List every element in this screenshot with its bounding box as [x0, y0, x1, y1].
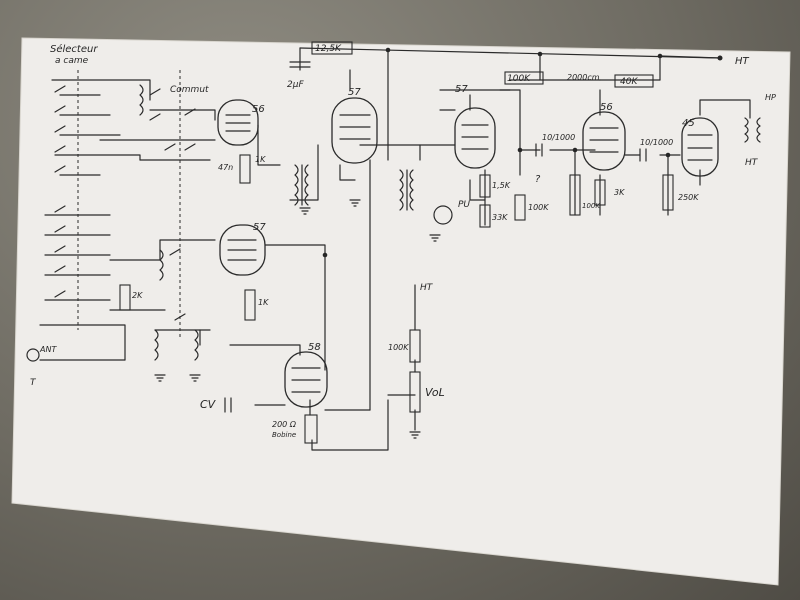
tube-57-top-label: 57 — [348, 87, 361, 98]
selector-sublabel: a came — [55, 56, 89, 66]
pu-label: PU — [458, 200, 470, 210]
osc-coil-2 — [159, 249, 164, 281]
r33k-label: 33K — [492, 213, 508, 222]
r12k-label: 12,5K — [315, 44, 342, 54]
osc-coil-4 — [194, 329, 199, 361]
tube-57-left-label: 57 — [253, 222, 266, 233]
resistor-100k-vol — [409, 329, 421, 363]
t-label: T — [30, 378, 37, 388]
resistor-200-bobine — [304, 414, 318, 444]
ground-2 — [349, 199, 361, 207]
r100k-vol-label: 100K — [388, 343, 409, 352]
wiring — [39, 47, 751, 451]
pot-100k — [514, 194, 526, 221]
r1k-b-label: 1K — [258, 298, 269, 307]
c10-1000-b-label: 10/1000 — [640, 138, 673, 147]
selector-label: Sélecteur — [50, 43, 98, 55]
cap-cv — [224, 397, 232, 413]
tubes — [217, 97, 719, 408]
resistor-1k-b — [244, 289, 256, 321]
tube-45 — [681, 117, 719, 177]
r1k5-label: 1,5K — [492, 181, 511, 190]
selector-switches — [54, 85, 196, 321]
c2uf-label: 2µF — [287, 80, 304, 90]
r40k-label: 40K — [620, 77, 638, 87]
resistor-100k-c — [569, 174, 581, 216]
cap-10-1000-a — [535, 143, 543, 157]
tube-57-right-label: 57 — [455, 84, 468, 95]
vol-label: VoL — [425, 386, 445, 399]
transformer-if2 — [399, 169, 404, 211]
components — [26, 41, 761, 444]
r47-label: 47n — [218, 163, 233, 172]
resistor-100k-top — [504, 71, 544, 85]
ground-3 — [409, 431, 421, 439]
c2000cm-label: 2000cm — [567, 73, 600, 82]
r100k-c-label: 100K — [582, 202, 601, 210]
ant-label: ANT — [39, 345, 57, 354]
ht-vol-label: HT — [420, 283, 434, 293]
ht-top-label: HT — [735, 56, 750, 67]
resistor-1k5 — [479, 174, 491, 198]
ground-4 — [429, 234, 441, 242]
question-label: ? — [535, 174, 541, 185]
output-transformer — [744, 117, 749, 143]
tube-56-left — [217, 99, 259, 146]
tube-57-right — [454, 107, 496, 169]
r250k-label: 250K — [678, 193, 699, 202]
tube-58 — [284, 351, 328, 408]
r200-label: 200 Ω — [272, 420, 297, 429]
r1k-label: 1K — [255, 155, 266, 164]
pot-vol — [409, 371, 421, 413]
transformer-if1 — [294, 164, 299, 206]
tube-57-left — [219, 224, 266, 276]
antenna-connector — [26, 348, 40, 362]
commut-label: Commut — [170, 85, 209, 95]
resistor-1k — [239, 154, 251, 184]
tube-56-left-label: 56 — [252, 104, 265, 115]
osc-coil-3 — [154, 329, 159, 361]
resistor-12k5 — [311, 41, 353, 55]
c10-1000-a-label: 10/1000 — [542, 133, 575, 142]
tube-56-right — [582, 111, 626, 171]
ground-6 — [189, 374, 201, 382]
r3k-label: 3K — [614, 188, 625, 197]
tube-57-top — [331, 97, 378, 164]
ht-hp-label: HT — [745, 158, 759, 168]
tube-58-label: 58 — [308, 342, 321, 353]
resistor-40k — [614, 74, 654, 88]
r2k-label: 2K — [132, 291, 143, 300]
cap-10-1000-b — [639, 148, 647, 162]
cv-label: CV — [200, 398, 217, 411]
tube-56-right-label: 56 — [600, 102, 613, 113]
paper-sheet — [11, 37, 791, 586]
resistor-33k — [479, 204, 491, 228]
ground-5 — [154, 374, 166, 382]
resistor-3k — [594, 179, 606, 206]
osc-coil-1 — [139, 84, 144, 116]
resistor-2k — [119, 284, 131, 311]
resistor-250k — [662, 174, 674, 211]
r100k-top-label: 100K — [507, 74, 531, 84]
hp-label: HP — [765, 93, 776, 102]
tube-45-label: 45 — [682, 118, 695, 129]
pu-socket — [433, 205, 453, 225]
cap-2uf — [289, 61, 311, 68]
r200-sub-label: Bobine — [272, 431, 296, 439]
r100k-pot-label: 100K — [528, 203, 549, 212]
ground-1 — [299, 207, 311, 215]
labels: Sélecteur a came Commut 56 57 57 57 56 4… — [30, 43, 776, 439]
